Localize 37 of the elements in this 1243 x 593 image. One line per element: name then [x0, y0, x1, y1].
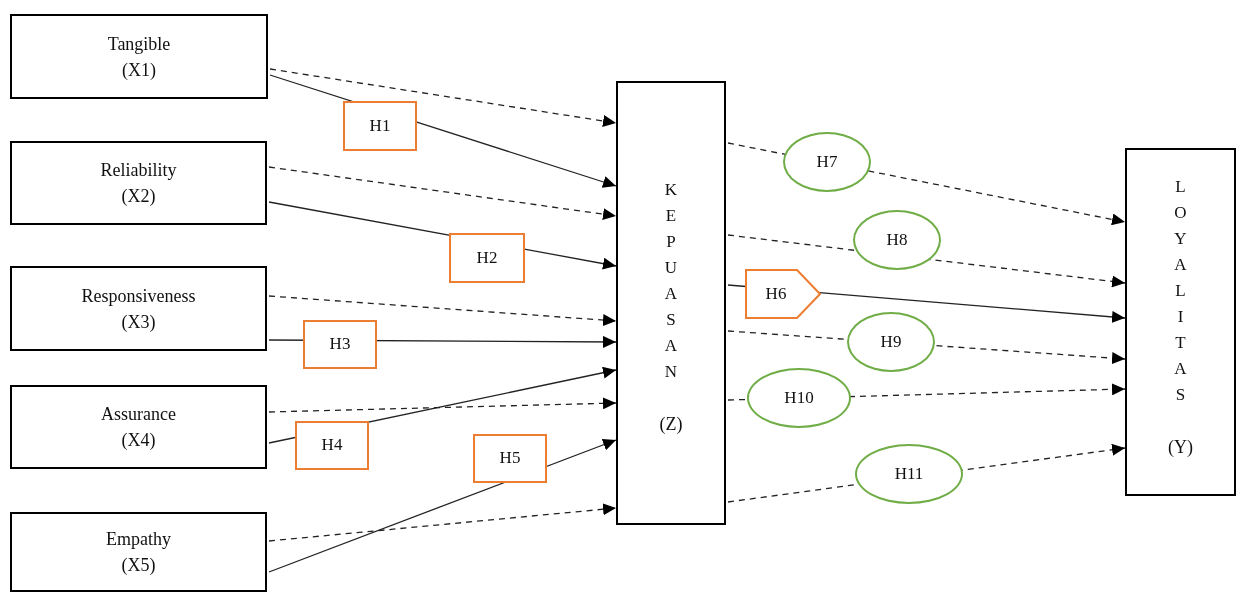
hypothesis-label: H11	[855, 444, 963, 504]
hypothesis-label: H5	[473, 433, 547, 483]
hypothesis-label: H3	[303, 319, 377, 369]
hypothesis-label: H6	[745, 269, 821, 319]
construct-box	[10, 385, 267, 469]
hypothesis-label: H8	[853, 210, 941, 270]
dashed-arrow	[268, 166, 617, 221]
variable-code: (X1)	[122, 58, 156, 82]
hypothesis-label: H10	[747, 368, 851, 428]
construct-box	[10, 14, 268, 99]
hypothesis-label: H2	[449, 233, 525, 283]
variable-code: (X4)	[121, 429, 156, 452]
dashed-arrow	[268, 503, 617, 542]
hypothesis-label: H4	[295, 420, 369, 470]
dashed-arrow	[268, 397, 617, 413]
hypothesis-label: H7	[783, 132, 871, 192]
vertical-label: LOYALITAS	[1173, 176, 1188, 406]
construct-box	[10, 141, 267, 225]
construct-column-box	[1125, 148, 1236, 496]
dashed-arrow	[268, 295, 617, 327]
dashed-arrow	[269, 68, 617, 127]
construct-name: Tangible	[107, 32, 171, 56]
construct-name: Reliability	[100, 159, 177, 182]
vertical-label: KEPUASAN	[663, 179, 679, 383]
variable-code: (Y)	[1168, 436, 1193, 459]
construct-box	[10, 266, 267, 351]
variable-code: (X5)	[121, 554, 156, 577]
hypothesis-label: H1	[343, 101, 417, 151]
construct-column-box	[616, 81, 726, 525]
hypothesis-label: H9	[847, 312, 935, 372]
construct-box	[10, 512, 267, 592]
variable-code: (Z)	[659, 413, 683, 436]
construct-name: Empathy	[106, 528, 171, 551]
variable-code: (X3)	[121, 310, 156, 334]
construct-name: Assurance	[101, 403, 176, 426]
construct-name: Responsiveness	[81, 284, 196, 308]
variable-code: (X2)	[121, 185, 156, 208]
